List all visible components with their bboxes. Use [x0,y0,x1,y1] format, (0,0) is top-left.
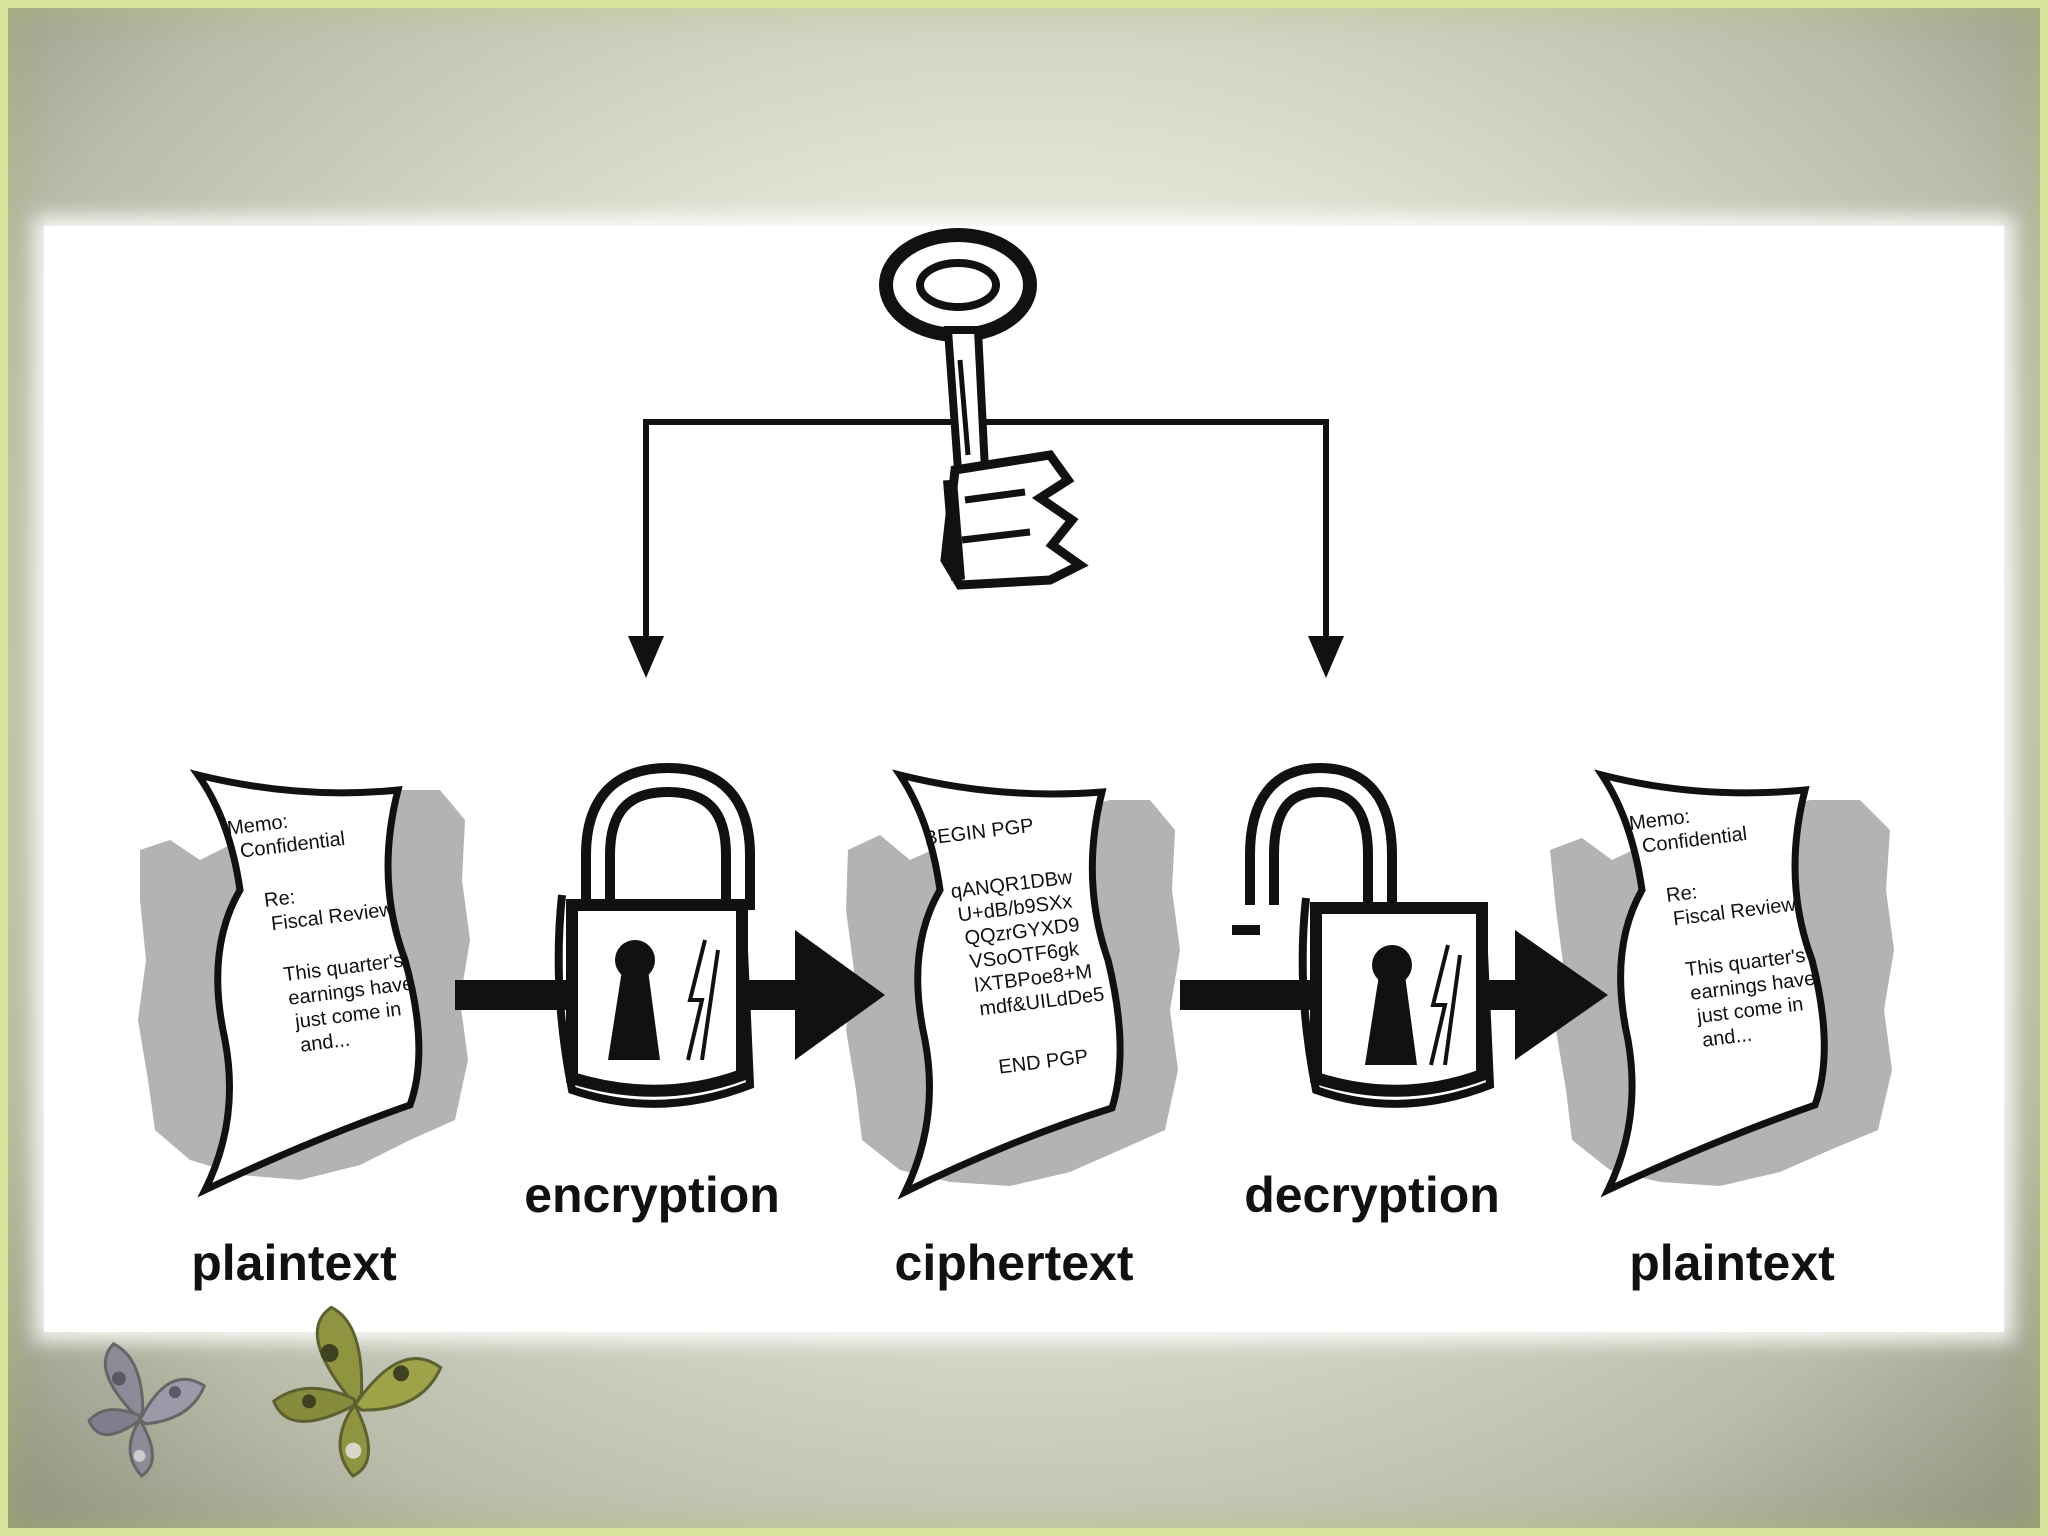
unlocked-padlock-icon [1232,762,1495,1108]
locked-padlock-icon [554,762,755,1108]
butterfly-icon [87,1341,207,1478]
label-plaintext-left: plaintext [191,1235,397,1291]
label-ciphertext: ciphertext [895,1235,1134,1291]
label-plaintext-right: plaintext [1629,1235,1835,1291]
ciphertext-document: BEGIN PGP qANQR1DBw U+dB/b9SXx QQzrGYXD9… [892,769,1124,1200]
label-decryption: decryption [1244,1167,1500,1223]
doc-line: Re: [1665,881,1699,907]
doc-line: Re: [263,886,297,912]
label-encryption: encryption [524,1167,780,1223]
key-icon [879,228,1089,590]
plaintext-document-right: Memo: Confidential Re: Fiscal Review Thi… [1594,769,1828,1198]
arrow-to-decryption-icon [1308,636,1344,678]
plaintext-left-lines: Memo: Confidential Re: Fiscal Review Thi… [226,811,415,1057]
butterfly-icon [271,1305,443,1478]
arrow-to-encryption-icon [628,636,664,678]
plaintext-document-left: Memo: Confidential Re: Fiscal Review Thi… [189,769,423,1198]
